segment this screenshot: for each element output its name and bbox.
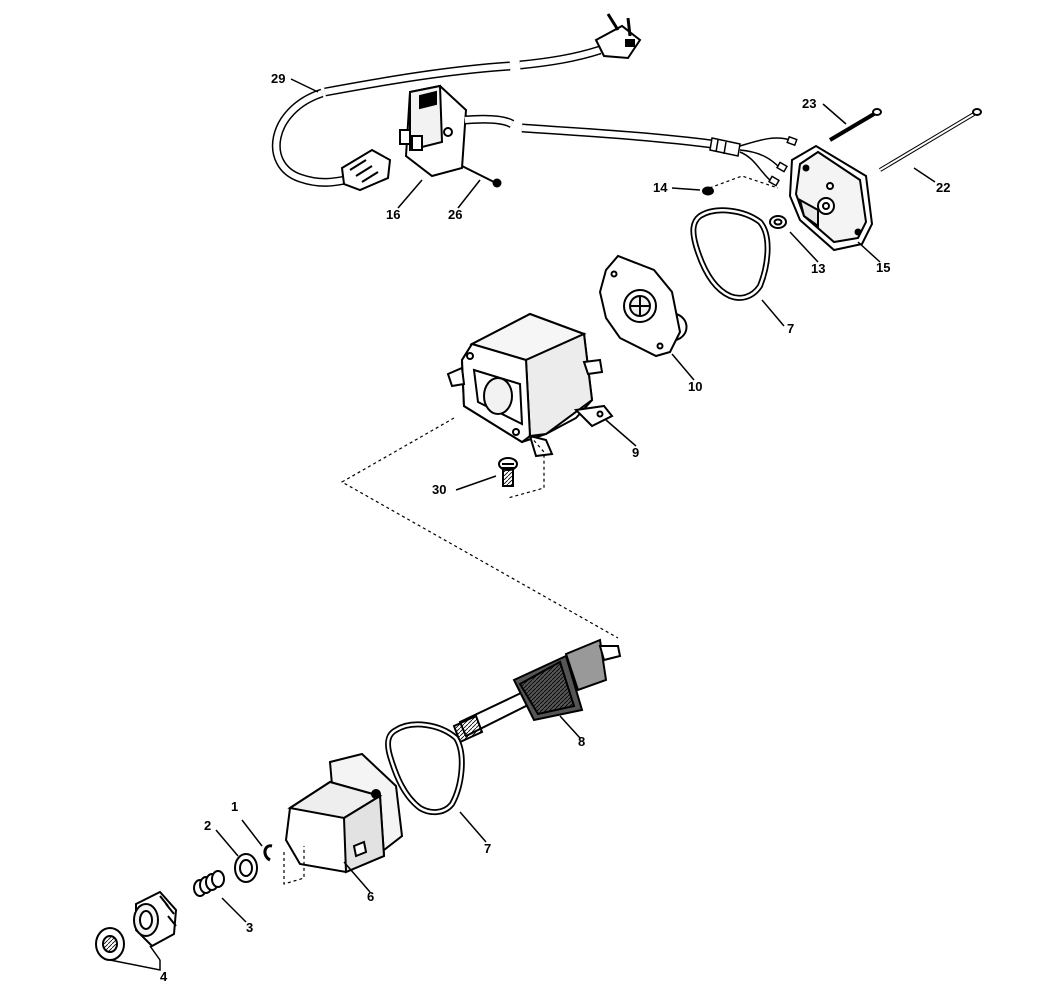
screw-30	[498, 457, 518, 487]
callout-29: 29	[271, 71, 285, 86]
callout-9: 9	[632, 445, 639, 460]
callout-23: 23	[802, 96, 816, 111]
brush-plate	[598, 254, 688, 358]
field-housing	[446, 312, 614, 458]
gasket-upper	[690, 207, 771, 301]
bolt-23	[828, 108, 882, 142]
strain-relief	[340, 148, 392, 192]
plug	[594, 13, 642, 60]
gasket-lower	[385, 721, 465, 816]
end-cap	[788, 144, 874, 252]
spring-3	[193, 870, 225, 897]
armature	[452, 638, 622, 744]
callout-15: 15	[876, 260, 890, 275]
callout-2: 2	[204, 818, 211, 833]
callout-26: 26	[448, 207, 462, 222]
power-cord	[271, 45, 602, 187]
callout-22: 22	[936, 180, 950, 195]
alignment-lines	[283, 175, 779, 885]
leader-lines	[109, 78, 936, 971]
callout-14: 14	[653, 180, 668, 195]
washer-2	[234, 853, 258, 883]
callout-13: 13	[811, 261, 825, 276]
gear-housing	[284, 752, 404, 874]
switch-housing	[399, 84, 468, 178]
callout-6: 6	[367, 889, 374, 904]
callout-4: 4	[160, 969, 168, 984]
callout-16: 16	[386, 207, 400, 222]
callout-3: 3	[246, 920, 253, 935]
callout-1: 1	[231, 799, 238, 814]
callout-labels: 29 16 26 23 22 14 13 15 7 10 9 30 8 7 6 …	[160, 71, 950, 984]
callout-7-upper: 7	[787, 321, 794, 336]
bolt-22	[878, 108, 982, 172]
drive-gear	[133, 890, 178, 948]
switch-lead	[464, 114, 515, 129]
lead-wires	[709, 135, 798, 187]
motor-lead	[521, 123, 713, 149]
screw-26	[461, 165, 502, 188]
callout-30: 30	[432, 482, 446, 497]
callout-7-lower: 7	[484, 841, 491, 856]
screw-14	[702, 186, 714, 196]
callout-8: 8	[578, 734, 585, 749]
washer-13	[769, 215, 787, 229]
retaining-ring	[263, 844, 273, 862]
callout-10: 10	[688, 379, 702, 394]
stop-nut	[95, 927, 125, 961]
